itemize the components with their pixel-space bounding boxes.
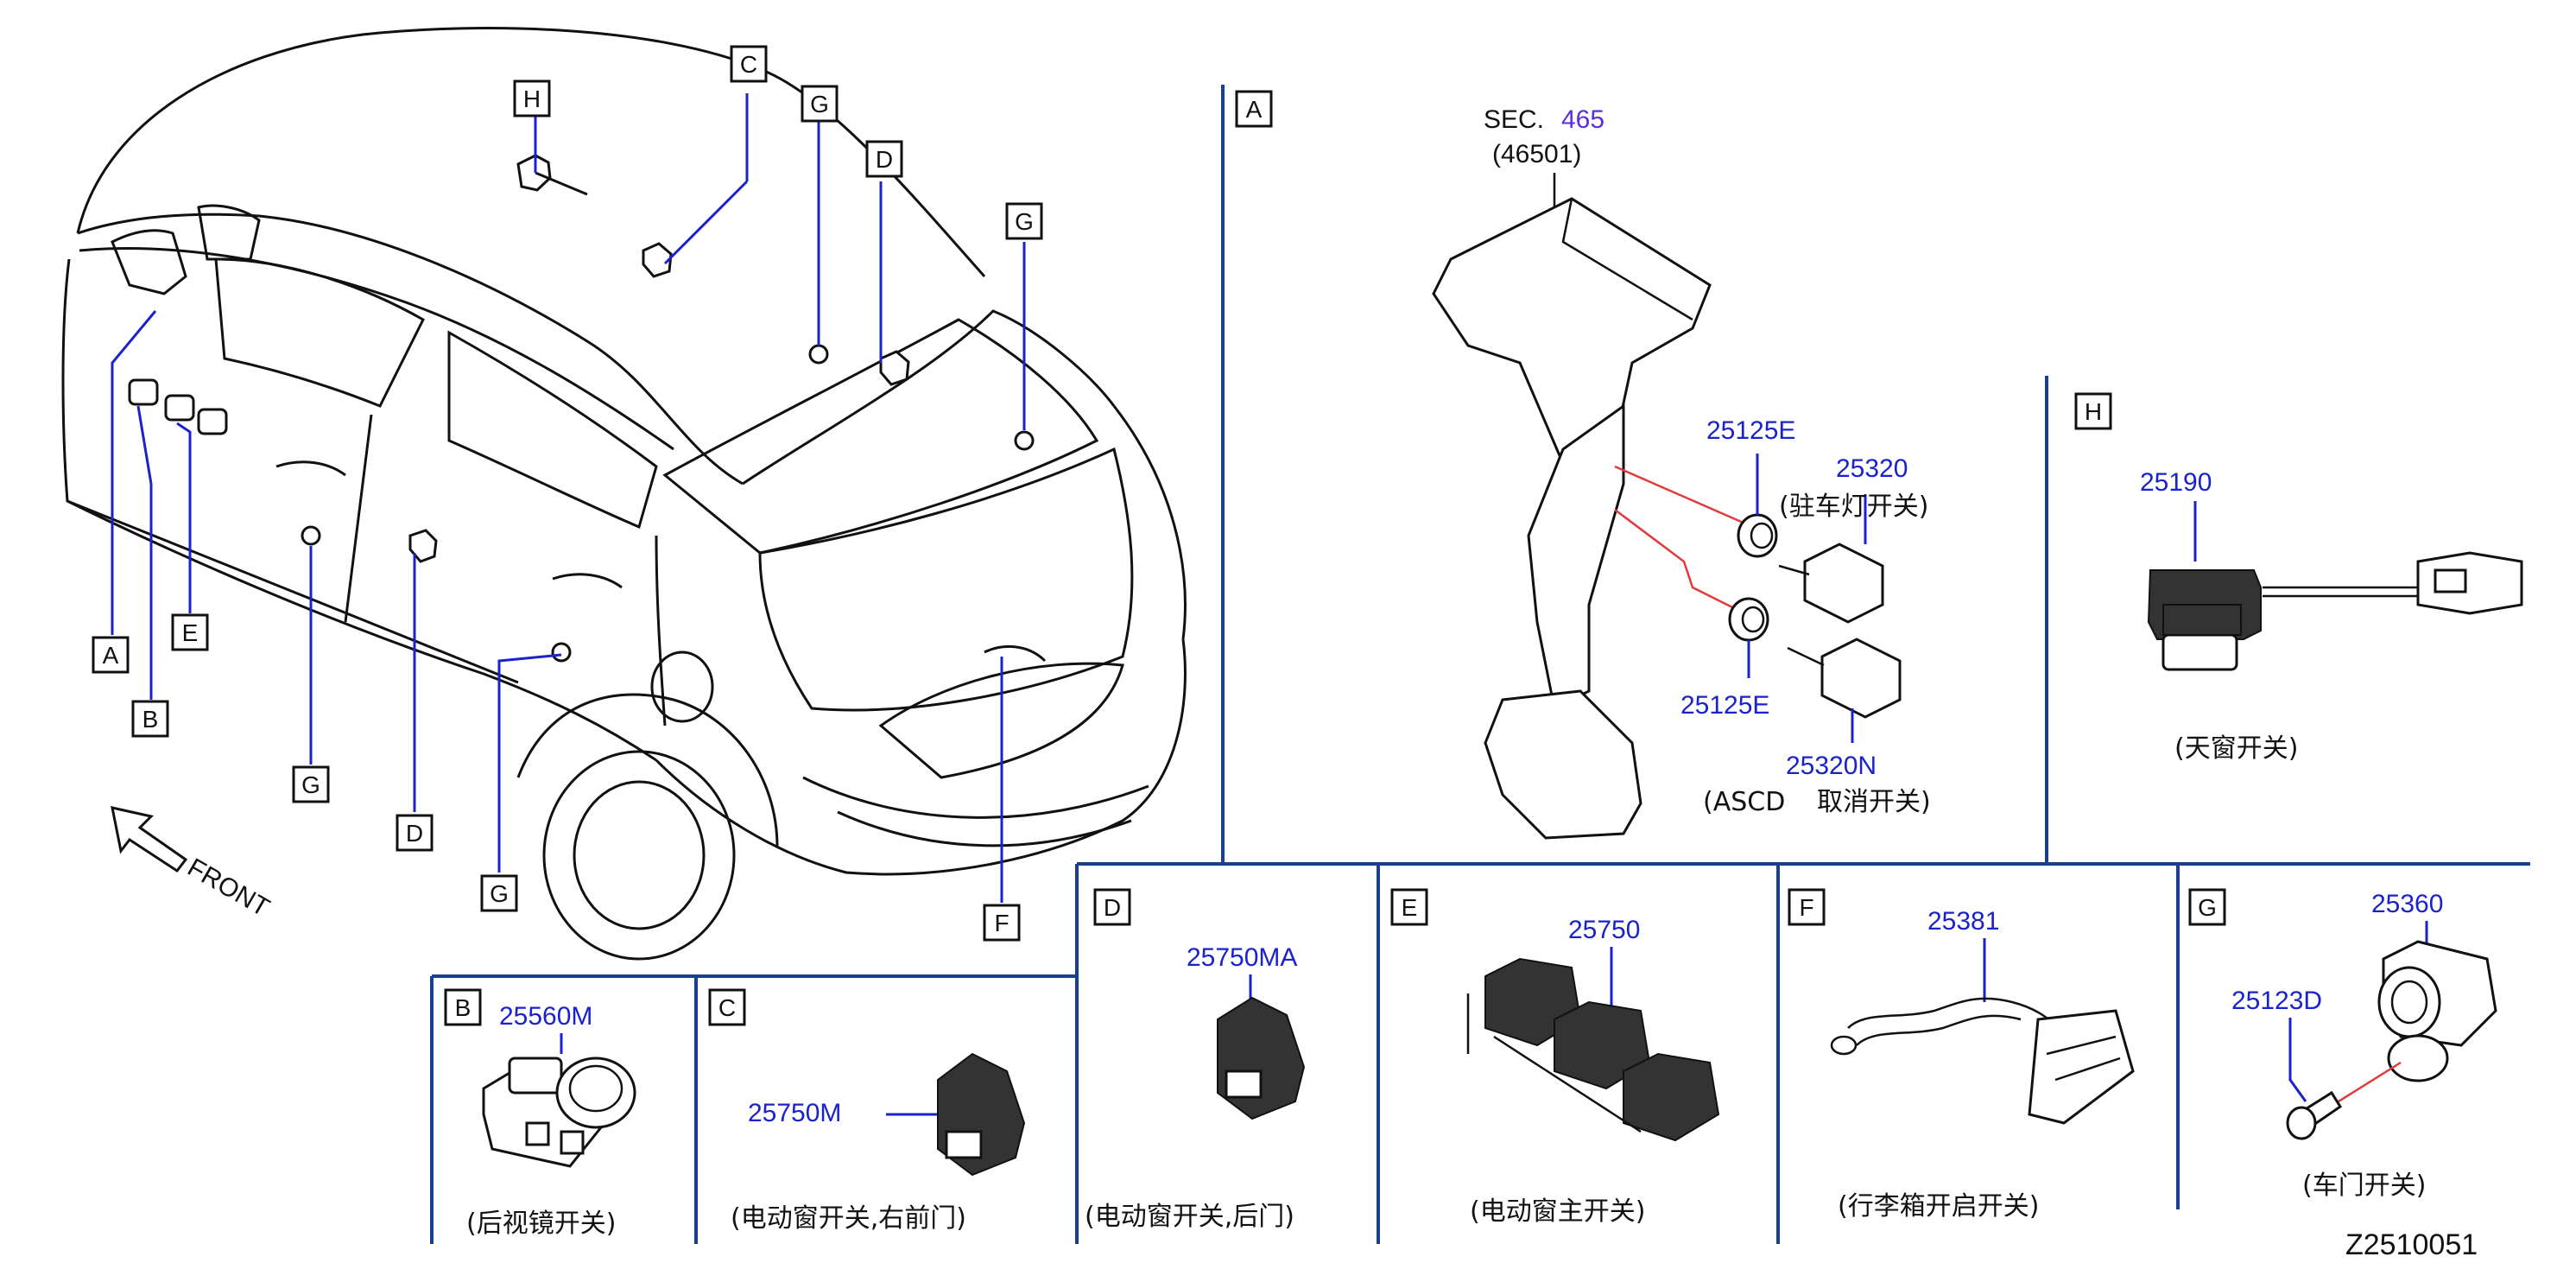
- part-25381: 25381: [1927, 907, 1999, 936]
- switch-25320: [1778, 543, 1884, 624]
- caption-sunroof: (天窗开关): [2174, 733, 2298, 764]
- callout-box-d-door: D: [396, 814, 434, 852]
- diagram-id: Z2510051: [2345, 1228, 2478, 1261]
- caption-window-master: (电动窗主开关): [1470, 1196, 1645, 1227]
- part-25123d: 25123D: [2231, 987, 2322, 1015]
- ref-sec-prefix: SEC.: [1484, 105, 1544, 134]
- svg-text:H: H: [2085, 398, 2102, 425]
- svg-text:D: D: [406, 820, 423, 847]
- svg-text:F: F: [994, 910, 1009, 936]
- callout-box-d-roof: D: [865, 140, 903, 178]
- caption-mirror-switch: (后视镜开关): [466, 1209, 616, 1239]
- part-25750m: 25750M: [748, 1099, 841, 1127]
- section-a: A SEC. 465 (46501): [1235, 90, 1931, 840]
- section-d: D 25750MA (电动窗开关,后门): [1085, 888, 1306, 1232]
- callout-box-f: F: [983, 904, 1021, 942]
- section-dividers: [430, 85, 2530, 1244]
- overview-callout-boxes: H C G D G A E B G D G F: [92, 45, 1043, 942]
- svg-text:G: G: [810, 91, 829, 117]
- switch-25320n: [1787, 638, 1902, 719]
- svg-text:A: A: [103, 642, 119, 669]
- section-c: C 25750M (电动窗开关,右前门): [708, 988, 1026, 1234]
- stopper-25125e-top: [1737, 513, 1778, 558]
- svg-text:G: G: [1015, 208, 1034, 235]
- callout-box-g-hatch: G: [1005, 202, 1043, 240]
- ref-part-number: (46501): [1492, 140, 1581, 168]
- window-master-switch: [1466, 957, 1720, 1142]
- sunroof-switch: [2147, 551, 2523, 671]
- caption-window-switch-rf: (电动窗开关,右前门): [731, 1203, 966, 1234]
- svg-text:E: E: [182, 619, 199, 646]
- front-direction: FRONT: [111, 806, 275, 923]
- vehicle-overview: [61, 27, 1187, 961]
- part-25560m: 25560M: [499, 1002, 592, 1031]
- pedal-bracket: [1432, 197, 1712, 486]
- svg-text:D: D: [876, 146, 893, 173]
- caption-ascd-right: 取消开关): [1817, 787, 1931, 817]
- caption-window-switch-rear: (电动窗开关,后门): [1085, 1202, 1294, 1232]
- callout-box-e: E: [171, 613, 209, 651]
- part-25320n: 25320N: [1786, 752, 1877, 780]
- callout-box-b: B: [131, 700, 169, 738]
- svg-text:C: C: [718, 994, 736, 1021]
- callout-box-c: C: [730, 45, 768, 83]
- window-switch-right-front: [937, 1052, 1026, 1177]
- svg-text:F: F: [1799, 894, 1813, 921]
- callout-box-g-rear: G: [480, 874, 518, 912]
- mirror-switch: [482, 1057, 636, 1168]
- part-25190: 25190: [2140, 468, 2212, 497]
- section-b: B 25560M (后视镜开关): [444, 988, 636, 1239]
- section-f: F 25381 (行李箱开启开关): [1788, 888, 2135, 1222]
- caption-25320: (驻车灯开关): [1779, 492, 1928, 522]
- front-label: FRONT: [183, 853, 275, 922]
- svg-text:E: E: [1402, 894, 1418, 921]
- overview-leaders: [111, 93, 1026, 903]
- callout-box-h: H: [513, 79, 551, 117]
- svg-text:G: G: [490, 880, 509, 907]
- callout-box-g-roof: G: [801, 85, 839, 123]
- svg-text:A: A: [1246, 96, 1263, 123]
- part-25360: 25360: [2371, 890, 2443, 918]
- section-h: H 25190 (天窗开关): [2074, 392, 2523, 764]
- part-25125e-top: 25125E: [1706, 416, 1795, 445]
- caption-ascd-left: (ASCD: [1703, 787, 1785, 817]
- ref-sec-number: 465: [1561, 105, 1604, 134]
- section-e: E 25750 (电动窗主开关): [1390, 888, 1720, 1227]
- part-25125e-bottom: 25125E: [1680, 691, 1769, 720]
- callout-box-g-door: G: [292, 765, 330, 803]
- door-switch: [2286, 940, 2497, 1140]
- section-g: G 25360 25123D (车门开关): [2188, 888, 2497, 1201]
- svg-text:C: C: [740, 51, 757, 78]
- svg-text:D: D: [1104, 894, 1121, 921]
- part-25320: 25320: [1836, 454, 1908, 483]
- svg-text:H: H: [523, 86, 541, 112]
- svg-text:B: B: [142, 706, 159, 733]
- caption-door-switch: (车门开关): [2302, 1171, 2426, 1201]
- pedal-arm: [1527, 403, 1625, 711]
- window-switch-rear: [1217, 996, 1306, 1120]
- part-25750: 25750: [1568, 916, 1640, 944]
- svg-text:G: G: [301, 771, 320, 798]
- caption-trunk-opener: (行李箱开启开关): [1838, 1191, 2039, 1222]
- front-arrow-icon: [111, 806, 188, 873]
- part-25750ma: 25750MA: [1187, 943, 1297, 972]
- pedal-pad: [1484, 689, 1642, 840]
- trunk-opener-switch: [1830, 997, 2135, 1125]
- callout-box-a: A: [92, 636, 130, 674]
- svg-text:G: G: [2198, 894, 2217, 921]
- stopper-25125e-bottom: [1728, 597, 1769, 642]
- svg-text:B: B: [455, 994, 472, 1021]
